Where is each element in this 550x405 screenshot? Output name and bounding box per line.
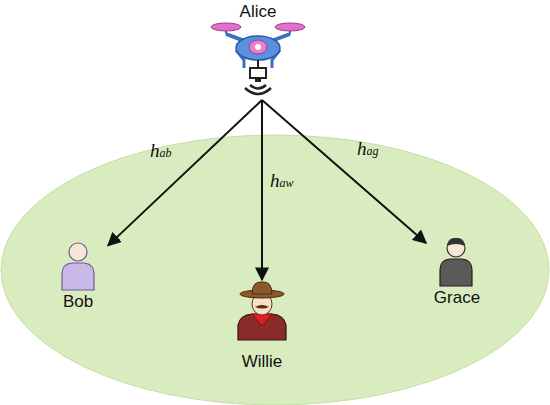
channel-label: hab xyxy=(148,140,174,162)
user-node: Grace xyxy=(426,232,488,308)
node-label: Bob xyxy=(48,292,108,312)
user-node: Willie xyxy=(222,280,302,372)
node-label: Grace xyxy=(426,288,488,308)
channel-arrow xyxy=(262,100,426,243)
channel-label: haw xyxy=(268,170,296,192)
person-icon xyxy=(62,243,94,290)
channel-label: hag xyxy=(355,138,381,160)
person-icon xyxy=(440,238,472,286)
drone-icon xyxy=(211,23,305,94)
transmitter-node: Alice xyxy=(208,2,308,100)
user-node: Bob xyxy=(48,236,108,312)
coverage-area xyxy=(1,135,549,405)
node-label: Alice xyxy=(208,2,308,22)
person-icon xyxy=(238,282,286,340)
channel-arrow xyxy=(261,100,263,280)
node-label: Willie xyxy=(222,352,302,372)
channel-arrow xyxy=(108,100,262,246)
